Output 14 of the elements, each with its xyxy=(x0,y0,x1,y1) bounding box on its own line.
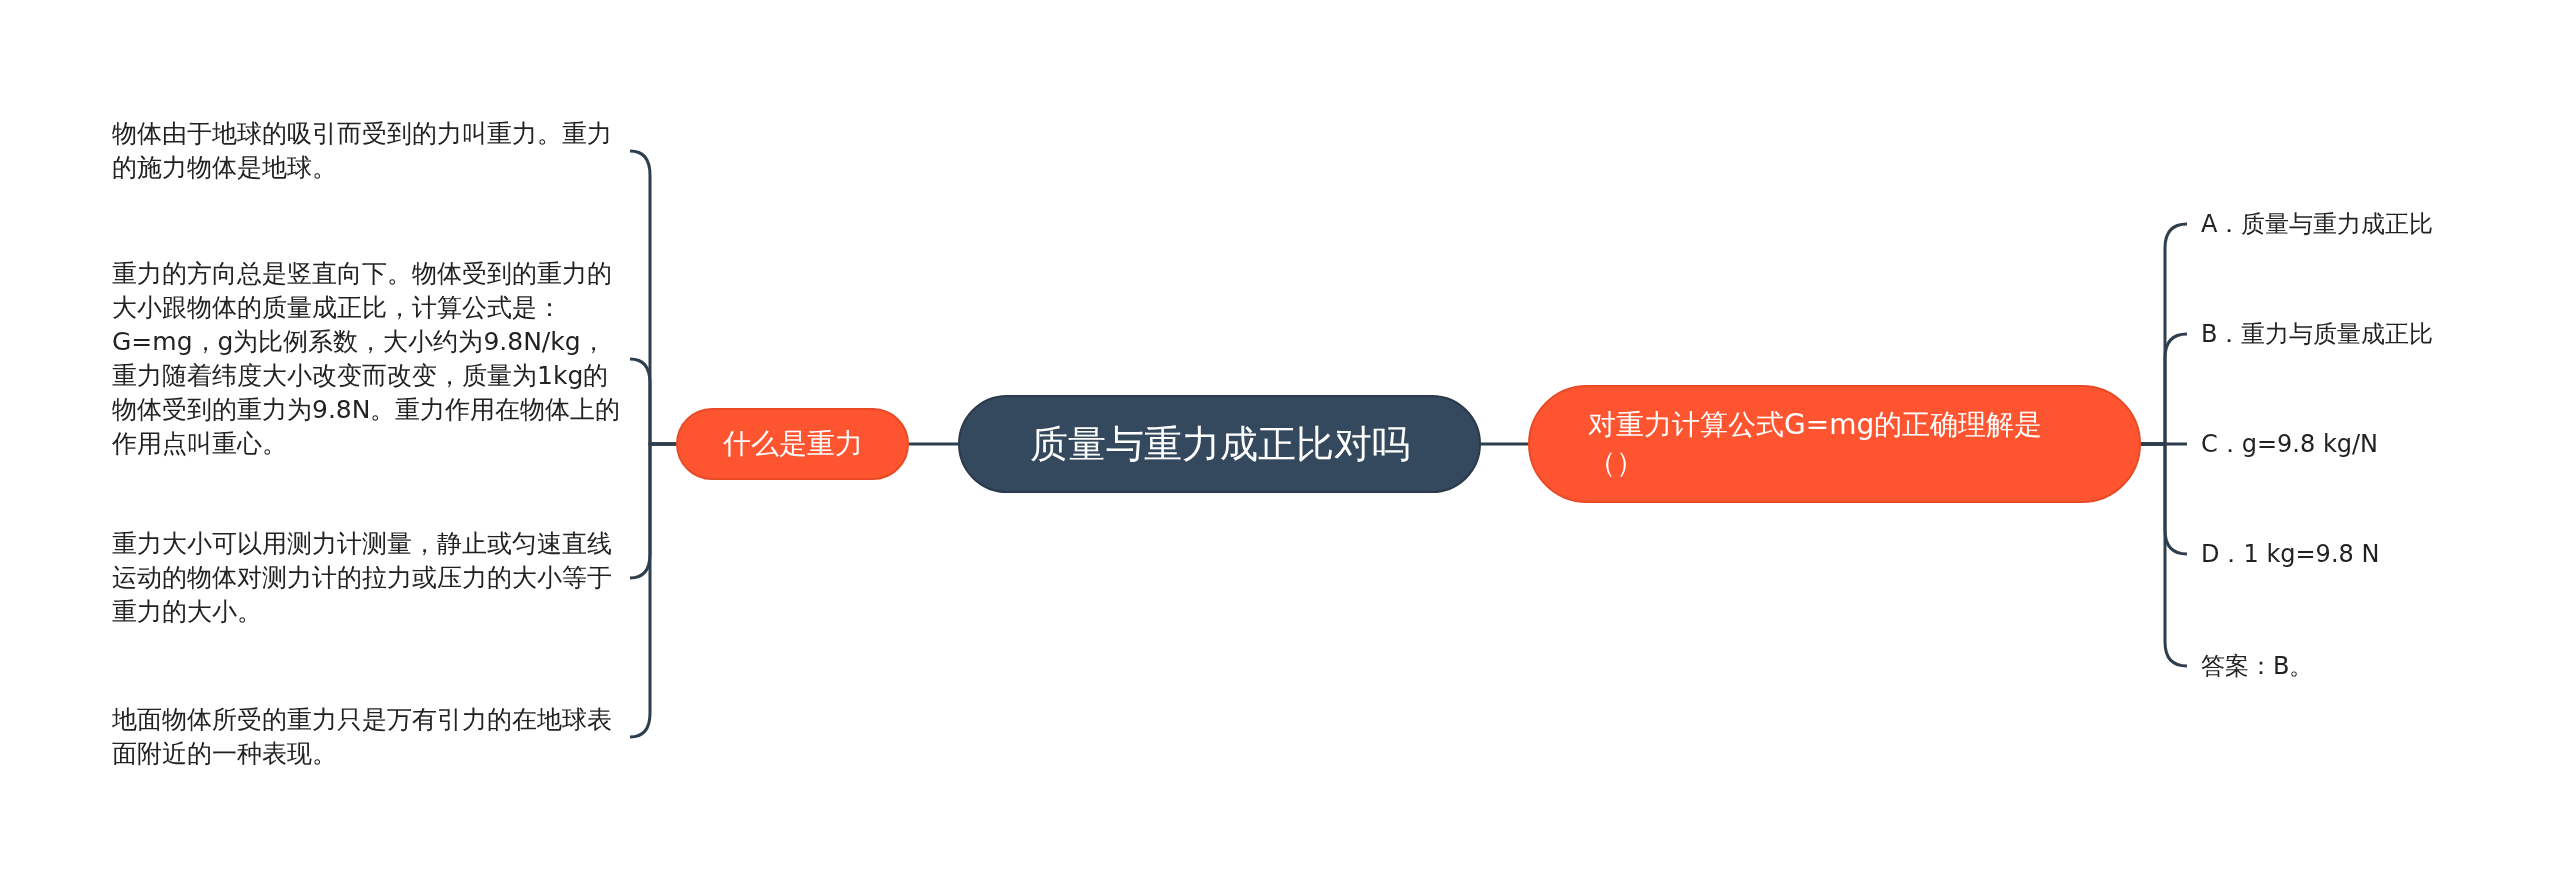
leaf-text: 物体由于地球的吸引而受到的力叫重力。重力的施力物体是地球。 xyxy=(112,117,630,185)
leaf-text: B．重力与质量成正比 xyxy=(2187,317,2517,351)
connector-line xyxy=(909,442,958,446)
topic-pill: 质量与重力成正比对吗 xyxy=(958,395,1481,493)
connector-line xyxy=(1481,442,1528,446)
subtopic-pill: 对重力计算公式G=mg的正确理解是（） xyxy=(1528,385,2141,503)
leaf-text: 重力的方向总是竖直向下。物体受到的重力的大小跟物体的质量成正比，计算公式是：G=mg，g为比例系数，大小约为9.8N/kg，重力随着纬度大小改变而改变，质量为1kg的物体受到的重力为9.8N。重力作用在物体上的作用点叫重心。 xyxy=(112,257,630,461)
leaf-text: D．1 kg=9.8 N xyxy=(2187,537,2517,571)
leaf-text: 重力大小可以用测力计测量，静止或匀速直线运动的物体对测力计的拉力或压力的大小等于重力的大小。 xyxy=(112,527,630,629)
leaf-text: 地面物体所受的重力只是万有引力的在地球表面附近的一种表现。 xyxy=(112,703,630,771)
leaf-text: A．质量与重力成正比 xyxy=(2187,207,2517,241)
leaf-text: 答案：B。 xyxy=(2187,649,2517,683)
leaf-text: C．g=9.8 kg/N xyxy=(2187,427,2517,461)
subtopic-pill: 什么是重力 xyxy=(676,408,909,480)
